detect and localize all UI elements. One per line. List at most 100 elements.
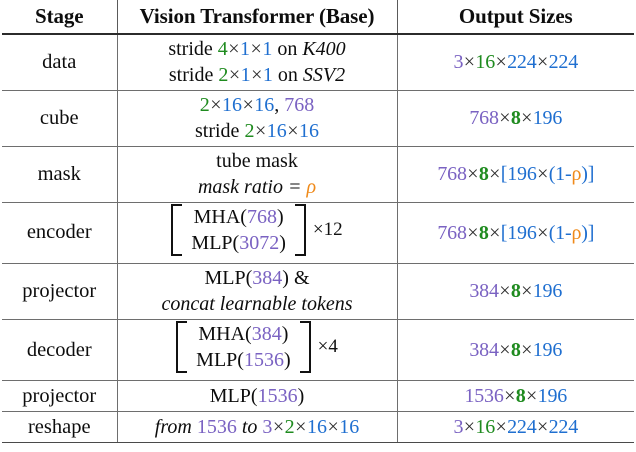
output-size-expression: 3×16×224×224: [453, 416, 578, 438]
repeated-block: MHA(384) MLP(1536) ×4: [176, 320, 338, 374]
times-icon: ×: [228, 37, 240, 60]
times-icon: ×: [521, 280, 533, 303]
dim-height: 224: [507, 416, 537, 439]
stride-w: 1: [262, 64, 273, 87]
stride-t: 4: [217, 37, 228, 60]
stride-h: 1: [240, 37, 251, 60]
times-icon: ×: [489, 162, 501, 185]
vit-line-2: stride 2×16×16: [118, 118, 397, 144]
mlp-label: MLP(: [209, 385, 258, 408]
table-row: cube 2×16×16, 768 stride 2×16×16 768×8×1…: [2, 90, 634, 147]
block-lines: MHA(384) MLP(1536): [194, 320, 292, 374]
cell-vit: stride 4×1×1 on K400 stride 2×1×1 on SSV…: [116, 34, 398, 91]
dim-frames: 8: [510, 106, 521, 129]
times-icon: ×: [521, 338, 533, 361]
table-row: decoder MHA(384) MLP(1536) ×4 384×8×196: [2, 319, 634, 382]
architecture-spec-table: Stage Vision Transformer (Base) Output S…: [2, 0, 634, 444]
bracket-close: )]: [581, 221, 595, 244]
stride-t: 2: [218, 64, 229, 87]
output-size-expression: 768×8×[196×(1-ρ)]: [437, 163, 594, 185]
times-icon: ×: [489, 221, 501, 244]
dim-frames: 8: [510, 280, 521, 303]
output-size-expression: 1536×8×196: [464, 385, 567, 407]
bracket-left-icon: [171, 203, 183, 256]
cell-stage: data: [2, 34, 117, 91]
stride-w: 16: [299, 120, 319, 142]
stride-label: stride: [168, 64, 219, 87]
kernel-w: 16: [254, 93, 275, 116]
times-icon: ×: [499, 106, 511, 129]
times-icon: ×: [495, 51, 507, 74]
times-icon: ×: [228, 64, 241, 87]
bracket-left-icon: [176, 320, 188, 373]
table-row: data stride 4×1×1 on K400 stride 2×1×1 o…: [2, 34, 634, 91]
bracket-open: [: [500, 162, 508, 185]
column-header-stage: Stage: [35, 4, 84, 28]
dim-height: 224: [507, 51, 537, 74]
times-icon: ×: [537, 221, 549, 244]
table-row: projector MLP(384) & concat learnable to…: [2, 263, 634, 320]
mlp-dim: 3072: [239, 231, 280, 254]
cell-vit: MLP(1536): [116, 380, 398, 413]
vit-line-2: concat learnable tokens: [161, 293, 353, 316]
cell-stage: projector: [2, 263, 117, 320]
dim-frames: 16: [475, 416, 495, 439]
dim-channels: 384: [469, 338, 499, 361]
cell-stage: encoder: [2, 202, 117, 264]
on-label: on: [272, 37, 303, 60]
cell-output: 768×8×[196×(1-ρ)]: [397, 146, 634, 203]
comma-separator: ,: [274, 93, 285, 116]
dim-channels: 1536: [464, 385, 504, 408]
cell-stage: mask: [2, 146, 117, 203]
times-icon: ×: [463, 51, 475, 74]
vit-line-1: 2×16×16, 768: [118, 92, 397, 118]
table-header: Stage Vision Transformer (Base) Output S…: [2, 0, 634, 35]
paren-close: ): [283, 348, 291, 371]
table-body: data stride 4×1×1 on K400 stride 2×1×1 o…: [2, 34, 634, 444]
times-icon: ×: [526, 385, 538, 408]
dataset-name: K400: [302, 37, 346, 60]
cell-vit: MHA(768) MLP(3072) ×12: [116, 202, 398, 264]
paren-close: ): [297, 385, 305, 408]
times-icon: ×: [251, 64, 263, 87]
vit-line-1: MLP(1536): [210, 385, 304, 407]
cell-vit: from 1536 to 3×2×16×16: [116, 411, 398, 444]
times-icon: ×: [463, 416, 475, 439]
column-header-output: Output Sizes: [458, 4, 573, 28]
output-size-expression: 768×8×[196×(1-ρ)]: [437, 222, 594, 244]
kernel-h: 16: [222, 93, 242, 116]
rho-symbol: ρ: [571, 162, 582, 185]
keep-ratio-expr: (1-: [548, 162, 572, 185]
block-line-mha: MHA(384): [196, 321, 290, 347]
vit-line-2: mask ratio = ρ: [118, 174, 397, 200]
cell-output: 384×8×196: [397, 263, 634, 320]
cell-output: 3×16×224×224: [397, 411, 634, 444]
bracket-open: [: [500, 221, 508, 244]
dim-channels: 3: [453, 51, 464, 74]
dim-tokens: 196: [532, 280, 563, 303]
dim-tokens: 196: [532, 338, 563, 361]
times-icon: ×: [250, 37, 262, 60]
table-row: encoder MHA(768) MLP(3072) ×12 768×8×[19…: [2, 202, 634, 264]
cell-output: 384×8×196: [397, 319, 634, 382]
times-icon: ×: [242, 93, 254, 116]
cell-vit: tube mask mask ratio = ρ: [116, 146, 398, 203]
cell-vit: 2×16×16, 768 stride 2×16×16: [116, 90, 398, 147]
cell-output: 3×16×224×224: [397, 34, 634, 91]
times-icon: ×: [537, 416, 549, 439]
block-lines: MHA(768) MLP(3072): [189, 203, 287, 257]
output-size-expression: 384×8×196: [469, 280, 562, 302]
vit-line-1: tube mask: [216, 149, 298, 172]
bracket-close: )]: [581, 162, 595, 185]
times-icon: ×: [537, 162, 549, 185]
on-label: on: [272, 64, 303, 87]
source-dim: 1536: [196, 416, 237, 439]
mlp-dim: 384: [252, 267, 283, 289]
times-icon: ×: [495, 416, 507, 439]
stride-h: 1: [240, 64, 251, 87]
bracket-right-icon: [294, 203, 306, 256]
paren-close: ): [276, 205, 284, 228]
cell-stage: projector: [2, 380, 117, 413]
target-channels: 3: [262, 416, 273, 439]
